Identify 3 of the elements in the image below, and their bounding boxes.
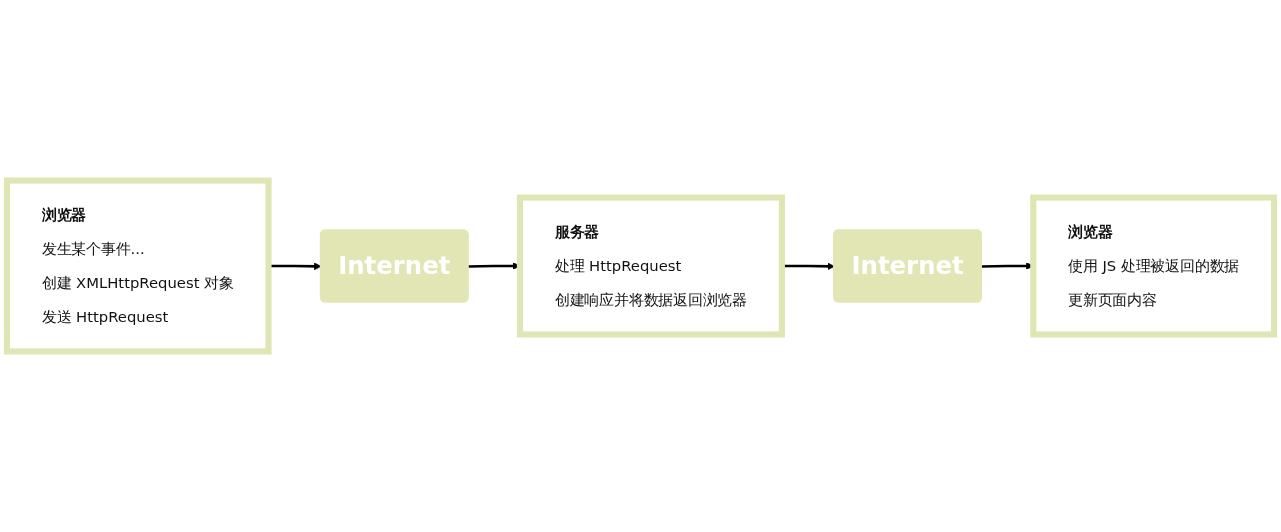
node-box: 浏览器 使用 JS 处理被返回的数据 更新页面内容 [1030,194,1278,338]
node-box: 服务器 处理 HttpRequest 创建响应并将数据返回浏览器 [516,194,785,338]
node-box: 浏览器 发生某个事件... 创建 XMLHttpRequest 对象 发送 HttpRequest [3,177,272,355]
